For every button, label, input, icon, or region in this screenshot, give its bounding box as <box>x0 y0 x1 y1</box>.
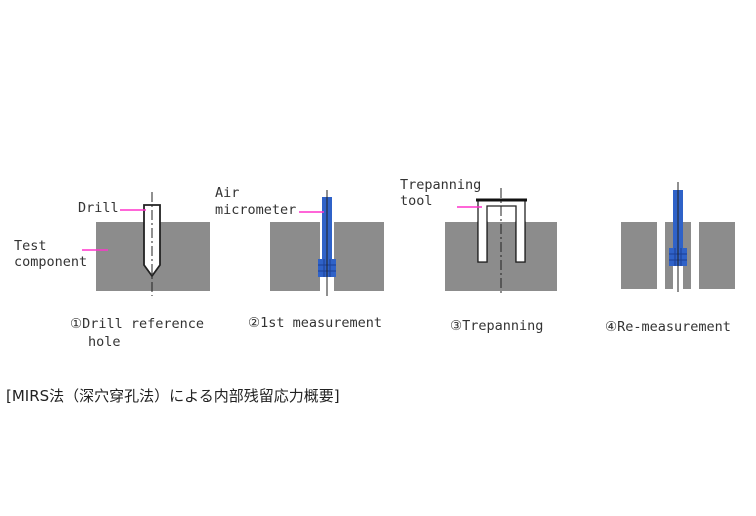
component-label: component <box>14 254 87 270</box>
step-2-first-measurement: Air micrometer ②1st measurement <box>215 185 384 331</box>
step-3-trepanning: Trepanning tool ③Trepanning <box>400 177 557 334</box>
trepanning-tool <box>477 199 526 263</box>
tool-label: tool <box>400 193 433 209</box>
micrometer-label: micrometer <box>215 202 296 218</box>
step-1-drill-reference-hole: Drill Test component ①Drill reference ho… <box>14 192 210 350</box>
step-1-label-line2: hole <box>88 334 121 350</box>
step-2-label: ②1st measurement <box>248 315 382 331</box>
test-component-outer-left <box>621 222 657 289</box>
test-component-outer-right <box>699 222 735 289</box>
test-label: Test <box>14 238 47 254</box>
figure-caption: [MIRS法（深穴穿孔法）による内部残留応力概要] <box>6 387 340 405</box>
mirs-method-diagram: Drill Test component ①Drill reference ho… <box>14 177 735 350</box>
test-component-right-block <box>334 222 384 291</box>
test-component-left-block <box>270 222 320 291</box>
step-4-label: ④Re-measurement <box>605 319 731 335</box>
step-1-label: ①Drill reference <box>70 316 204 332</box>
step-3-label: ③Trepanning <box>450 318 543 334</box>
drill-bit <box>143 204 161 278</box>
trepanning-label: Trepanning <box>400 177 481 193</box>
step-4-re-measurement: ④Re-measurement <box>605 182 735 335</box>
air-label: Air <box>215 185 239 201</box>
drill-label: Drill <box>78 200 119 216</box>
